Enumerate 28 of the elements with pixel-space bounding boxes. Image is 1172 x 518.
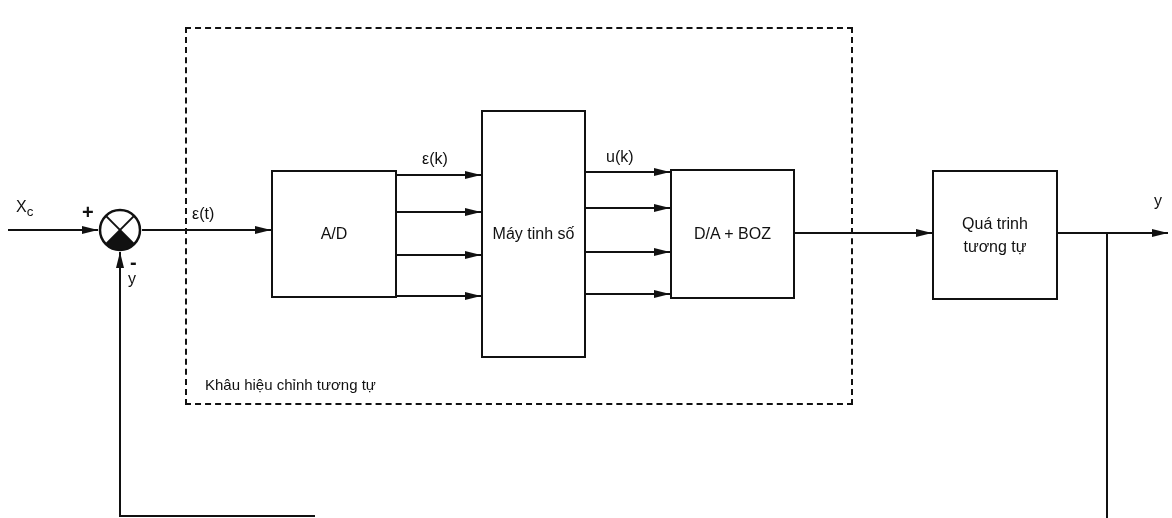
arrow [585, 168, 671, 176]
group-title: Khâu hiệu chỉnh tương tự [205, 376, 376, 393]
arrow [585, 204, 671, 212]
box-label: Quá trinh tương tự [961, 213, 1029, 257]
arrow [396, 171, 482, 179]
process-box [932, 170, 1058, 300]
arrow [116, 251, 316, 517]
connector-line [1057, 232, 1108, 518]
sign-label: + [82, 202, 94, 222]
arrow [141, 226, 272, 234]
process-box [271, 170, 397, 298]
arrow [7, 226, 99, 234]
box-label: A/D [320, 224, 348, 245]
box-label: Máy tinh số [492, 224, 575, 245]
sign-label: - [130, 252, 137, 272]
arrow [396, 292, 482, 300]
process-box [481, 110, 586, 358]
process-box [670, 169, 795, 299]
box-label: D/A + BOZ [694, 224, 771, 245]
arrow [794, 229, 933, 237]
arrow [396, 251, 482, 259]
edge-label: u(k) [604, 148, 636, 166]
arrow [585, 248, 671, 256]
edge-label: ε(k) [420, 150, 450, 168]
edge-label: ε(t) [190, 205, 217, 223]
arrow [396, 208, 482, 216]
arrow [585, 290, 671, 298]
dashed-group-box [185, 27, 853, 405]
